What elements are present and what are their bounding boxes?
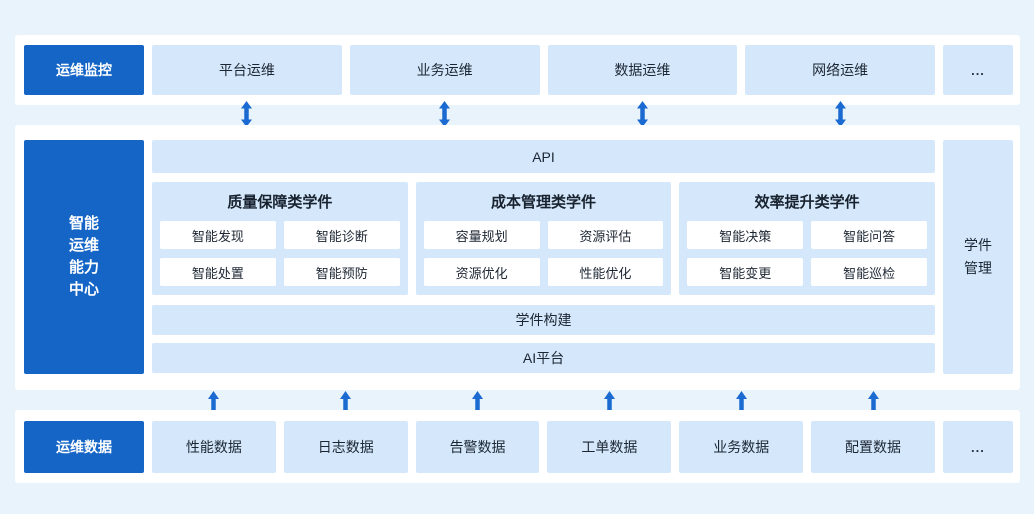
- up-arrow-icon: [208, 390, 220, 411]
- learnware-item: 智能处置: [160, 258, 276, 286]
- monitor-arrows-row: [15, 100, 1020, 128]
- api-bar: API: [152, 140, 935, 173]
- double-arrow-icon: [636, 101, 648, 127]
- learnware-item: 性能优化: [547, 258, 664, 286]
- capability-center-content: API 质量保障类学件 智能发现 智能诊断 智能处置 智能预防 成本管理类学件 …: [152, 140, 936, 374]
- data-item-business: 业务数据: [679, 421, 804, 473]
- learnware-management-label: 学件 管理: [943, 140, 1013, 374]
- data-item-performance: 性能数据: [152, 421, 276, 473]
- learnware-item: 智能诊断: [283, 221, 400, 249]
- double-arrow-icon: [241, 101, 253, 127]
- learnware-item: 容量规划: [423, 221, 540, 249]
- data-item-ticket: 工单数据: [547, 421, 672, 473]
- group-cost-management: 成本管理类学件 容量规划 资源评估 资源优化 性能优化: [415, 182, 672, 295]
- capability-center-panel: 智能 运维 能力 中心 API 质量保障类学件 智能发现 智能诊断 智能处置 智…: [15, 125, 1020, 390]
- data-item-log: 日志数据: [283, 421, 408, 473]
- learnware-item: 智能问答: [811, 221, 928, 249]
- learnware-item: 智能巡检: [811, 258, 928, 286]
- monitor-item-business: 业务运维: [349, 45, 540, 95]
- data-item-config: 配置数据: [811, 421, 935, 473]
- up-arrow-icon: [603, 390, 615, 411]
- learnware-build-bar: 学件构建: [152, 305, 935, 335]
- up-arrow-icon: [867, 390, 879, 411]
- double-arrow-icon: [834, 101, 846, 127]
- group-quality-assurance: 质量保障类学件 智能发现 智能诊断 智能处置 智能预防: [152, 182, 408, 295]
- learnware-item: 智能决策: [687, 221, 804, 249]
- group-title: 质量保障类学件: [227, 194, 333, 211]
- up-arrow-icon: [472, 390, 484, 411]
- ai-platform-bar: AI平台: [152, 343, 935, 373]
- group-title: 成本管理类学件: [491, 194, 597, 211]
- monitor-item-data: 数据运维: [547, 45, 738, 95]
- learnware-groups: 质量保障类学件 智能发现 智能诊断 智能处置 智能预防 成本管理类学件 容量规划…: [152, 182, 936, 295]
- learnware-item: 资源优化: [423, 258, 540, 286]
- monitor-panel: 运维监控 平台运维 业务运维 数据运维 网络运维 ...: [15, 35, 1020, 105]
- data-label: 运维数据: [24, 421, 144, 473]
- group-efficiency-improvement: 效率提升类学件 智能决策 智能问答 智能变更 智能巡检: [679, 182, 936, 295]
- data-panel: 运维数据 性能数据 日志数据 告警数据 工单数据 业务数据 配置数据 ...: [15, 410, 1020, 483]
- up-arrow-icon: [340, 390, 352, 411]
- data-item-alarm: 告警数据: [415, 421, 540, 473]
- learnware-item: 智能预防: [283, 258, 400, 286]
- data-arrows-row: [15, 390, 1020, 411]
- learnware-item: 智能发现: [160, 221, 276, 249]
- monitor-item-platform: 平台运维: [152, 45, 342, 95]
- capability-center-label: 智能 运维 能力 中心: [24, 140, 144, 374]
- data-more-ellipsis: ...: [942, 421, 1013, 473]
- group-title: 效率提升类学件: [754, 194, 860, 211]
- learnware-item: 智能变更: [687, 258, 804, 286]
- monitor-label: 运维监控: [24, 45, 144, 95]
- up-arrow-icon: [735, 390, 747, 411]
- double-arrow-icon: [439, 101, 451, 127]
- monitor-item-network: 网络运维: [745, 45, 935, 95]
- monitor-more-ellipsis: ...: [943, 45, 1013, 95]
- learnware-item: 资源评估: [547, 221, 664, 249]
